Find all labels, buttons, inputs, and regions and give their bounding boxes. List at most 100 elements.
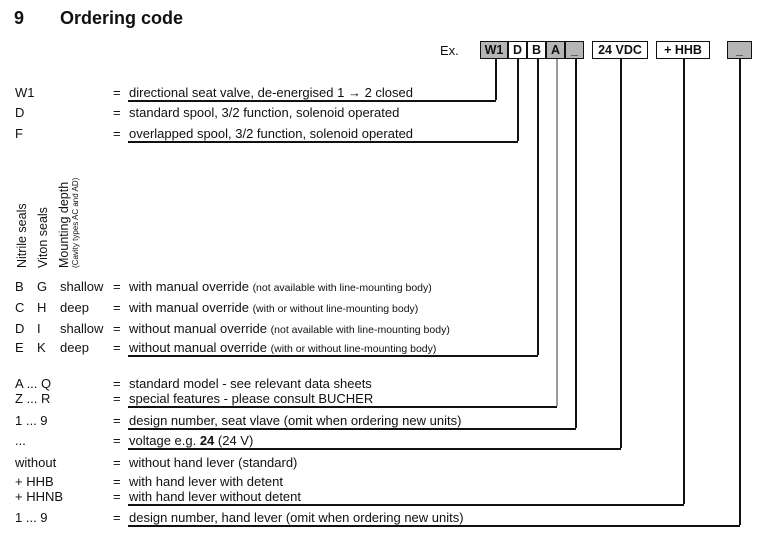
row-code-viton: H bbox=[37, 300, 47, 315]
ordering-code-box: W1 bbox=[480, 41, 508, 59]
ordering-code-box: _ bbox=[565, 41, 584, 59]
vertical-label-text: Mounting depth bbox=[57, 181, 71, 268]
vertical-axis-label: Nitrile seals bbox=[15, 203, 29, 268]
connector-line-vertical bbox=[495, 59, 497, 100]
row-description-text: design number, seat vlave (omit when ord… bbox=[129, 413, 462, 428]
row-mounting-depth: deep bbox=[60, 300, 89, 315]
row-description-text: overlapped spool, 3/2 function, solenoid… bbox=[129, 126, 414, 141]
row-equals: = bbox=[113, 105, 121, 120]
row-description: overlapped spool, 3/2 function, solenoid… bbox=[129, 127, 413, 141]
row-code-viton: G bbox=[37, 279, 48, 294]
row-equals: = bbox=[113, 126, 121, 141]
ordering-row: + HHB = with hand lever with detent bbox=[0, 475, 757, 490]
row-description: with hand lever with detent bbox=[129, 475, 283, 489]
ordering-row: + HHNB = with hand lever without detent bbox=[0, 490, 757, 505]
ordering-row: F=overlapped spool, 3/2 function, soleno… bbox=[0, 127, 757, 142]
row-equals: = bbox=[113, 340, 121, 355]
row-equals: = bbox=[113, 433, 121, 448]
row-code: W1 bbox=[15, 85, 35, 100]
row-description: voltage e.g. 24 (24 V) bbox=[129, 434, 253, 448]
connector-line-vertical bbox=[620, 59, 622, 448]
connector-underline bbox=[128, 448, 621, 450]
ordering-row: Z ... R=special features - please consul… bbox=[0, 392, 757, 407]
row-description-note: (with or without line-mounting body) bbox=[270, 343, 437, 355]
row-description: with manual override (not available with… bbox=[129, 280, 432, 295]
connector-line-vertical bbox=[575, 59, 577, 428]
row-equals: = bbox=[113, 321, 121, 336]
row-description: standard spool, 3/2 function, solenoid o… bbox=[129, 106, 399, 120]
row-mounting-depth: shallow bbox=[60, 321, 104, 336]
row-description-text: standard model - see relevant data sheet… bbox=[129, 376, 372, 391]
row-mounting-depth: shallow bbox=[60, 279, 104, 294]
ordering-code-box: A bbox=[546, 41, 565, 59]
row-description: with hand lever without detent bbox=[129, 490, 301, 504]
row-description-text: with hand lever with detent bbox=[129, 474, 283, 489]
row-code: Z ... R bbox=[15, 391, 51, 406]
connector-underline bbox=[128, 525, 740, 527]
row-equals: = bbox=[113, 85, 121, 100]
row-code-nitrile: B bbox=[15, 279, 24, 294]
row-code-nitrile: C bbox=[15, 300, 25, 315]
row-equals: = bbox=[113, 455, 121, 470]
row-description-text: directional seat valve, de-energised 1 →… bbox=[129, 85, 413, 100]
row-description-text: without manual override bbox=[129, 321, 271, 336]
row-code: D bbox=[15, 105, 25, 120]
row-code: + HHNB bbox=[15, 489, 64, 504]
row-code: 1 ... 9 bbox=[15, 510, 48, 525]
connector-line-vertical bbox=[683, 59, 685, 504]
row-code-viton: K bbox=[37, 340, 46, 355]
row-equals: = bbox=[113, 300, 121, 315]
connector-underline bbox=[128, 428, 576, 430]
row-description: directional seat valve, de-energised 1 →… bbox=[129, 86, 413, 100]
row-description-text: with manual override bbox=[129, 279, 253, 294]
row-description: with manual override (with or without li… bbox=[129, 301, 418, 316]
ordering-code-box: 24 VDC bbox=[592, 41, 648, 59]
row-description: without hand lever (standard) bbox=[129, 456, 297, 470]
row-description-text: special features - please consult BUCHER bbox=[129, 391, 374, 406]
connector-line-vertical bbox=[517, 59, 519, 141]
row-code: A ... Q bbox=[15, 376, 52, 391]
row-description-note: (not available with line-mounting body) bbox=[270, 324, 450, 336]
row-equals: = bbox=[113, 279, 121, 294]
connector-underline bbox=[128, 355, 538, 357]
row-description: design number, seat vlave (omit when ord… bbox=[129, 414, 461, 428]
row-description: special features - please consult BUCHER bbox=[129, 392, 373, 406]
connector-line-vertical bbox=[537, 59, 539, 355]
row-mounting-depth: deep bbox=[60, 340, 89, 355]
row-code-nitrile: E bbox=[15, 340, 24, 355]
row-equals: = bbox=[113, 489, 121, 504]
row-code: ... bbox=[15, 433, 26, 448]
row-code: + HHB bbox=[15, 474, 54, 489]
row-description-bold: 24 bbox=[199, 433, 215, 448]
connector-underline bbox=[128, 141, 518, 143]
ordering-row: W1 = directional seat valve, de-energised … bbox=[0, 86, 757, 101]
connector-line-vertical bbox=[556, 59, 558, 406]
row-description-text: with manual override bbox=[129, 300, 253, 315]
row-equals: = bbox=[113, 413, 121, 428]
row-description-text: (24 V) bbox=[214, 433, 254, 448]
vertical-label-small-text: (Cavity types AC and AD) bbox=[71, 177, 80, 268]
ordering-code-box: B bbox=[527, 41, 546, 59]
connector-line-vertical bbox=[739, 59, 741, 525]
row-equals: = bbox=[113, 474, 121, 489]
row-description-text: with hand lever without detent bbox=[129, 489, 301, 504]
row-description: without manual override (with or without… bbox=[129, 341, 436, 356]
connector-underline bbox=[128, 100, 496, 102]
connector-underline bbox=[128, 504, 684, 506]
row-description-text: voltage e.g. bbox=[129, 433, 200, 448]
ordering-code-box: + HHB bbox=[656, 41, 710, 59]
row-description: standard model - see relevant data sheet… bbox=[129, 377, 372, 391]
vertical-label-text: Nitrile seals bbox=[15, 203, 29, 268]
ordering-code-box: D bbox=[508, 41, 527, 59]
ordering-row: ... = voltage e.g. 24 (24 V) bbox=[0, 434, 757, 449]
ordering-row: 1 ... 9 = design number, seat vlave (omit … bbox=[0, 414, 757, 429]
row-description-text: without hand lever (standard) bbox=[129, 455, 298, 470]
row-description: without manual override (not available w… bbox=[129, 322, 450, 337]
row-description-text: standard spool, 3/2 function, solenoid o… bbox=[129, 105, 400, 120]
row-code: 1 ... 9 bbox=[15, 413, 48, 428]
row-equals: = bbox=[113, 376, 121, 391]
